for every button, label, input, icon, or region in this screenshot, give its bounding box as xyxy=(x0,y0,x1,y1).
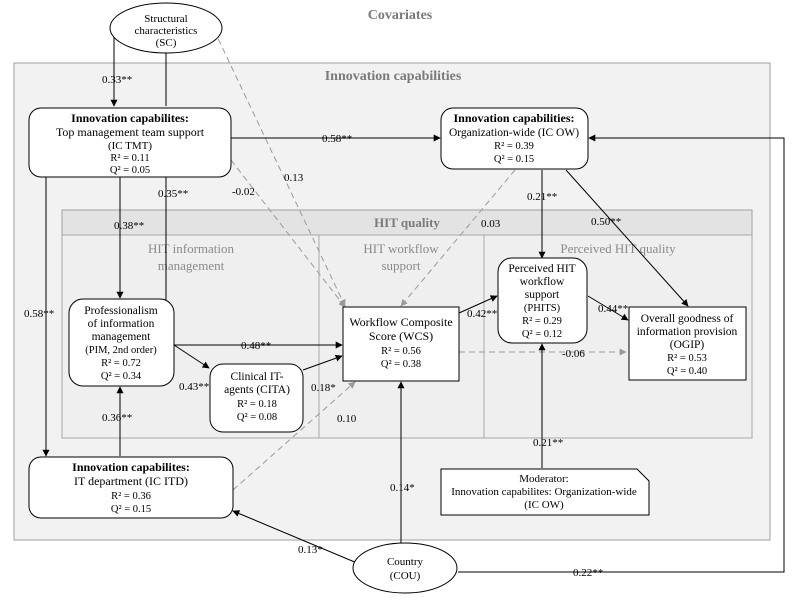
node-ic-itd-line1: IT department (IC ITD) xyxy=(74,474,188,488)
label-tmt-wcs: -0.02 xyxy=(232,186,255,198)
label-tmt-pim: 0.38** xyxy=(114,220,144,232)
label-tmt-itd: 0.58** xyxy=(24,308,54,320)
label-itd-wcs: 0.10 xyxy=(337,413,357,425)
label-tmt-ow: 0.58** xyxy=(322,133,352,145)
node-ic-ow-bold: Innovation capabilities: xyxy=(453,111,574,125)
label-pim-wcs: 0.48** xyxy=(241,340,271,352)
node-wcs-line3: R² = 0.56 xyxy=(381,346,421,357)
node-wcs-line1: Workflow Composite xyxy=(349,315,452,329)
node-ogip xyxy=(628,306,747,381)
hit-quality-title-band xyxy=(61,209,753,236)
node-phits-line1: Perceived HIT xyxy=(508,263,575,275)
edge-sc-wcs xyxy=(213,29,346,307)
node-phits xyxy=(497,257,588,344)
node-phits-line3: support xyxy=(525,289,560,301)
node-cou-line1: Country xyxy=(387,556,424,568)
label-sc-wcs: 0.13 xyxy=(284,172,304,184)
node-wcs-line2: Score (WCS) xyxy=(369,329,433,343)
node-ic-ow xyxy=(440,107,589,170)
edge-wcs-phits xyxy=(458,295,498,314)
node-ic-ow-line3: Q² = 0.15 xyxy=(494,154,534,165)
covariates-title: Covariates xyxy=(368,8,433,23)
node-ic-itd-line3: Q² = 0.15 xyxy=(111,504,151,515)
edge-itd-wcs xyxy=(232,381,356,491)
node-moderator xyxy=(440,468,650,516)
label-cou-itd: 0.13* xyxy=(298,544,323,556)
node-ic-itd-line2: R² = 0.36 xyxy=(111,491,151,502)
hit-quality-title: HIT quality xyxy=(374,215,440,230)
node-ic-tmt-line2: (IC TMT) xyxy=(108,140,152,152)
label-mod-phits: 0.21** xyxy=(533,437,563,449)
node-ic-tmt xyxy=(28,107,232,178)
node-pim-line2: of information xyxy=(88,318,155,330)
node-ic-tmt-line1: Top management team support xyxy=(56,125,205,139)
label-ow-wcs: 0.03 xyxy=(481,218,501,230)
node-ogip-line1: Overall goodness of xyxy=(641,313,734,325)
node-ic-tmt-line4: Q² = 0.05 xyxy=(110,165,150,176)
node-sc-line1: Structural xyxy=(144,13,187,25)
edge-tmt-wcs xyxy=(230,159,346,308)
edge-cou-ow xyxy=(458,134,785,573)
label-sc-tmt: 0.33** xyxy=(102,74,132,86)
label-cou-ow: 0.22** xyxy=(573,567,603,579)
node-cita-line1: Clinical IT- xyxy=(231,371,284,383)
perceived-hit-quality-title: Perceived HIT quality xyxy=(560,241,676,256)
node-phits-line5: R² = 0.29 xyxy=(522,316,562,327)
edge-phits-ogip xyxy=(587,295,629,321)
label-itd-pim: 0.36** xyxy=(102,412,132,424)
node-cita-line3: R² = 0.18 xyxy=(237,399,277,410)
label-ow-phits: 0.21** xyxy=(527,191,557,203)
node-pim-line1: Professionalism xyxy=(84,305,158,317)
label-pim-cita: 0.43** xyxy=(179,381,209,393)
node-ic-tmt-line3: R² = 0.11 xyxy=(110,153,149,164)
node-ic-ow-line2: R² = 0.39 xyxy=(494,141,534,152)
hit-info-mgmt-title-line2: management xyxy=(158,258,225,273)
hit-workflow-title-line1: HIT workflow xyxy=(363,241,439,256)
edge-ow-ogip xyxy=(565,169,689,307)
node-cou-line2: (COU) xyxy=(390,570,421,582)
node-cita-line2: agents (CITA) xyxy=(224,384,290,396)
node-ic-itd-bold: Innovation capabilites: xyxy=(72,460,190,474)
node-pim-line4: (PIM, 2nd order) xyxy=(85,345,157,356)
node-ic-itd xyxy=(28,456,234,519)
node-cita-line4: Q² = 0.08 xyxy=(237,412,277,423)
innovation-capabilities-title: Innovation capabilities xyxy=(325,69,462,84)
node-ic-ow-line1: Organization-wide (IC OW) xyxy=(449,127,579,139)
label-ow-ogip: 0.50** xyxy=(591,216,621,228)
edge-cita-wcs xyxy=(302,354,343,371)
edge-cou-itd xyxy=(232,510,358,564)
node-ogip-line5: Q² = 0.40 xyxy=(667,366,707,377)
node-pim-line5: R² = 0.72 xyxy=(101,358,141,369)
label-wcs-ogip: -0.06 xyxy=(562,348,585,360)
node-moderator-line3: (IC OW) xyxy=(524,499,564,511)
node-wcs-line4: Q² = 0.38 xyxy=(381,359,421,370)
node-ogip-line3: (OGIP) xyxy=(670,339,705,351)
label-cita-wcs: 0.18* xyxy=(311,382,336,394)
node-moderator-line1: Moderator: xyxy=(519,473,568,485)
node-ogip-line4: R² = 0.53 xyxy=(667,353,707,364)
node-sc-line3: (SC) xyxy=(156,37,177,49)
label-wcs-phits: 0.42** xyxy=(467,308,497,320)
node-pim xyxy=(68,298,175,387)
node-cou xyxy=(352,542,458,594)
label-tmt-cita: 0.35** xyxy=(158,188,188,200)
edge-pim-cita xyxy=(173,344,210,369)
node-phits-line6: Q² = 0.12 xyxy=(522,329,562,340)
node-phits-line2: workflow xyxy=(520,276,565,288)
node-ic-tmt-bold: Innovation capabilites: xyxy=(71,111,189,125)
hit-workflow-title-line2: support xyxy=(382,258,421,273)
label-cou-wcs: 0.14* xyxy=(390,482,415,494)
node-moderator-line2: Innovation capabilites: Organization-wid… xyxy=(451,486,637,498)
hit-info-mgmt-title-line1: HIT information xyxy=(148,241,235,256)
node-cita xyxy=(209,363,304,433)
node-pim-line3: management xyxy=(92,331,152,343)
label-phits-ogip: 0.44** xyxy=(598,303,628,315)
node-sc xyxy=(109,2,223,54)
node-phits-line4: (PHITS) xyxy=(524,303,561,314)
node-ogip-line2: information provision xyxy=(637,326,738,338)
node-wcs xyxy=(342,306,460,382)
node-sc-line2: characteristics xyxy=(135,25,198,37)
node-pim-line6: Q² = 0.34 xyxy=(101,371,142,382)
